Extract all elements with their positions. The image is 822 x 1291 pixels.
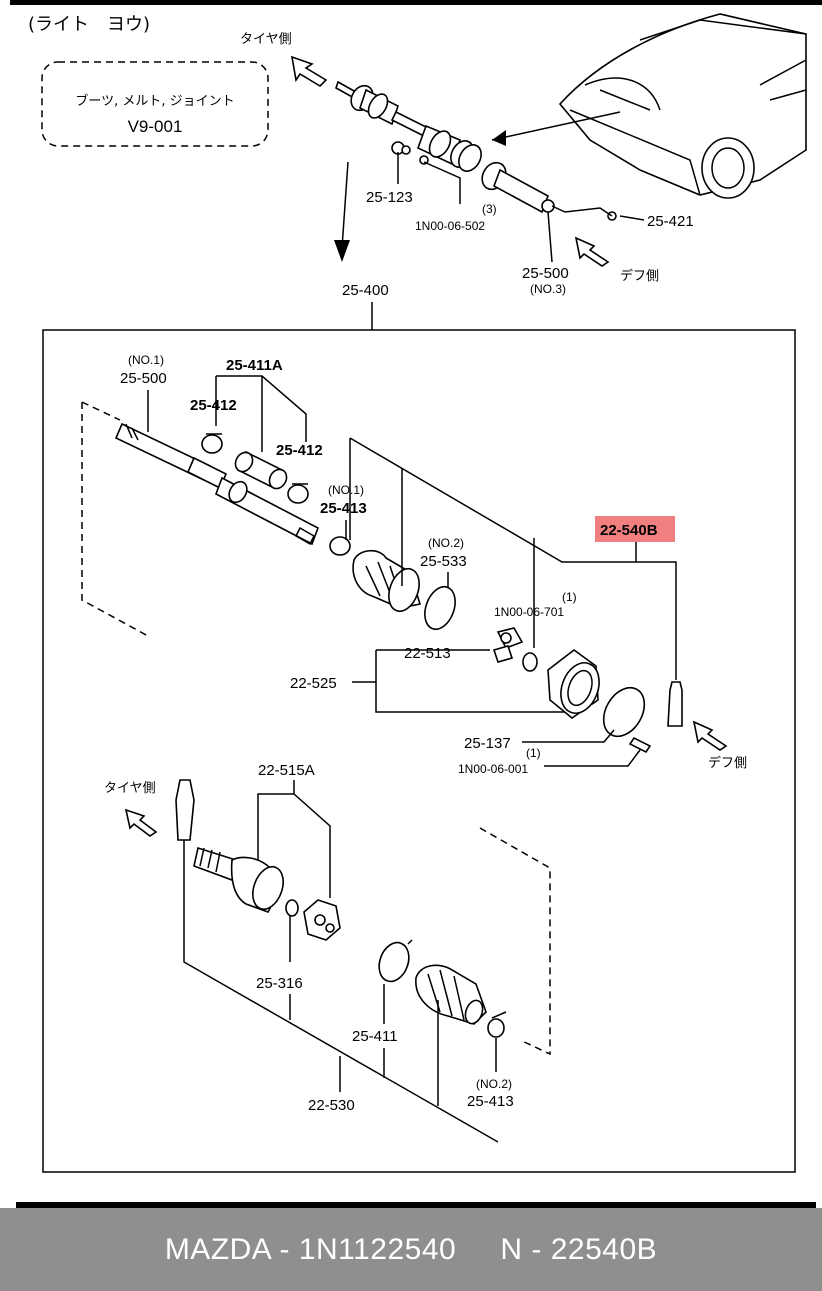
callout-25-413-a: 25-413 bbox=[320, 500, 367, 517]
section-title: (ライト ヨウ) bbox=[28, 14, 150, 35]
inner-race-22-515a bbox=[303, 899, 341, 941]
top-driveshaft-assembly bbox=[335, 80, 617, 221]
tripod-22-513 bbox=[492, 627, 524, 663]
callout-no1-a: (NO.1) bbox=[128, 353, 164, 367]
footer-caption: MAZDA - 1N1122540 N - 22540B bbox=[164, 1232, 658, 1266]
callout-25-411a: 25-411A bbox=[226, 357, 283, 374]
assembly-frame bbox=[42, 329, 796, 1173]
tire-side-label-main: タイヤ側 bbox=[104, 781, 156, 796]
callout-22-515a: 22-515A bbox=[258, 762, 315, 779]
callout-22-540b: 22-540B bbox=[600, 522, 658, 539]
boot-inner bbox=[352, 549, 422, 613]
note-box-line2: V9-001 bbox=[128, 117, 183, 136]
diff-side-label-main: デフ側 bbox=[708, 755, 747, 771]
callout-qty-3: (3) bbox=[482, 202, 497, 216]
callout-qty-1-a: (1) bbox=[562, 590, 577, 604]
parts-diagram: (ライト ヨウ) ブーツ, メルト, ジョイント V9-001 タイヤ側 bbox=[10, 0, 822, 1208]
callout-25-123: 25-123 bbox=[366, 189, 413, 206]
callout-1n00-06-701: 1N00-06-701 bbox=[494, 605, 564, 619]
clamp-25-533 bbox=[424, 585, 456, 631]
clamp-25-412-b bbox=[287, 484, 309, 504]
clamp-25-412-a bbox=[201, 434, 223, 454]
circlip-25-316 bbox=[285, 899, 299, 917]
bottom-border bbox=[16, 1202, 816, 1208]
callout-25-500-main: 25-500 bbox=[120, 370, 167, 387]
callout-25-411: 25-411 bbox=[352, 1028, 398, 1045]
shaft-end-22-540b bbox=[667, 681, 683, 727]
pointer-arrow-icon bbox=[492, 130, 506, 146]
callout-25-412-b: 25-412 bbox=[276, 442, 323, 459]
diff-side-arrow-main bbox=[692, 720, 728, 751]
note-box bbox=[41, 61, 269, 147]
shaft-tire-end bbox=[175, 779, 195, 841]
tire-side-arrow-top bbox=[290, 55, 328, 88]
callout-no2-b: (NO.2) bbox=[476, 1077, 512, 1091]
car-illustration bbox=[558, 13, 807, 199]
tire-side-label-top: タイヤ側 bbox=[240, 32, 292, 47]
callout-25-421: 25-421 bbox=[647, 213, 694, 230]
clamp-25-411 bbox=[378, 941, 410, 983]
outer-housing-22-525 bbox=[547, 649, 600, 720]
callout-22-530: 22-530 bbox=[308, 1097, 355, 1114]
dust-cover-25-137 bbox=[602, 686, 646, 738]
callout-25-400: 25-400 bbox=[342, 282, 389, 299]
callout-25-533: 25-533 bbox=[420, 553, 467, 570]
clamp-25-413-a bbox=[329, 536, 351, 556]
inner-shaft bbox=[114, 422, 319, 546]
footer-bar: MAZDA - 1N1122540 N - 22540B bbox=[0, 1208, 822, 1291]
callout-1n00-06-001: 1N00-06-001 bbox=[458, 762, 528, 776]
callout-no1-b: (NO.1) bbox=[328, 483, 364, 497]
note-box-line1: ブーツ, メルト, ジョイント bbox=[75, 93, 234, 109]
top-border bbox=[10, 0, 822, 5]
callout-25-316: 25-316 bbox=[256, 975, 303, 992]
callout-22-525: 22-525 bbox=[290, 675, 337, 692]
callout-no2-a: (NO.2) bbox=[428, 536, 464, 550]
callout-25-413-b: 25-413 bbox=[467, 1093, 514, 1110]
callout-22-513: 22-513 bbox=[404, 645, 451, 662]
callout-no3: (NO.3) bbox=[530, 282, 566, 296]
callout-25-412-a: 25-412 bbox=[190, 397, 237, 414]
diff-side-label-top: デフ側 bbox=[620, 268, 659, 284]
clamp-25-413-b bbox=[487, 1018, 505, 1038]
circlip-1n00-06-701 bbox=[522, 652, 538, 672]
cv-joint-22-515a bbox=[193, 846, 284, 913]
down-arrow-icon bbox=[334, 240, 350, 262]
callout-qty-1-b: (1) bbox=[526, 746, 541, 760]
callout-25-500-top: 25-500 bbox=[522, 265, 569, 282]
bolt-1n00-06-001 bbox=[628, 736, 652, 754]
damper-25-411a bbox=[234, 450, 288, 490]
diff-side-arrow-top bbox=[574, 236, 610, 267]
callout-25-137: 25-137 bbox=[464, 735, 511, 752]
callout-1n00-06-502: 1N00-06-502 bbox=[415, 219, 485, 233]
highlight-22-540b bbox=[595, 516, 675, 542]
boot-outer bbox=[415, 964, 487, 1025]
tire-side-arrow-main bbox=[124, 808, 158, 837]
